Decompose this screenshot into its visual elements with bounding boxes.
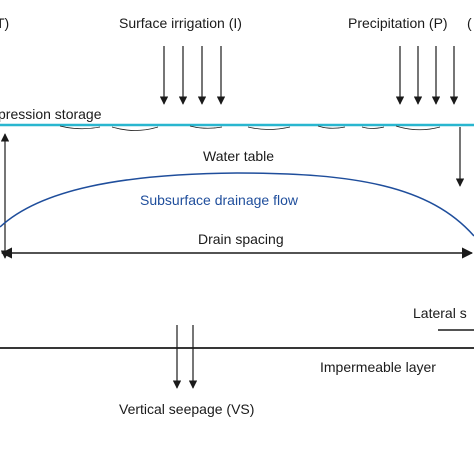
- surface-irrigation-label: Surface irrigation (I): [119, 15, 242, 31]
- vertical-seepage-arrows: [172, 325, 198, 389]
- precipitation-arrows: [395, 46, 459, 105]
- impermeable-layer-label: Impermeable layer: [320, 359, 436, 375]
- evapotranspiration-label-cut: T): [0, 15, 9, 31]
- lateral-seepage-label: Lateral s: [413, 305, 467, 321]
- precipitation-label: Precipitation (P): [348, 15, 448, 31]
- surface-depressions: [59, 125, 441, 131]
- drain-spacing-label: Drain spacing: [198, 231, 284, 247]
- depression-storage-label: pression storage: [0, 106, 102, 122]
- water-table-label: Water table: [203, 148, 274, 164]
- subsurface-drainage-flow-label: Subsurface drainage flow: [140, 192, 299, 208]
- irrigation-arrows: [159, 46, 226, 105]
- water-table-curve: [0, 172, 474, 237]
- vertical-seepage-label: Vertical seepage (VS): [119, 401, 254, 417]
- precipitation-label-cut: (: [467, 15, 472, 31]
